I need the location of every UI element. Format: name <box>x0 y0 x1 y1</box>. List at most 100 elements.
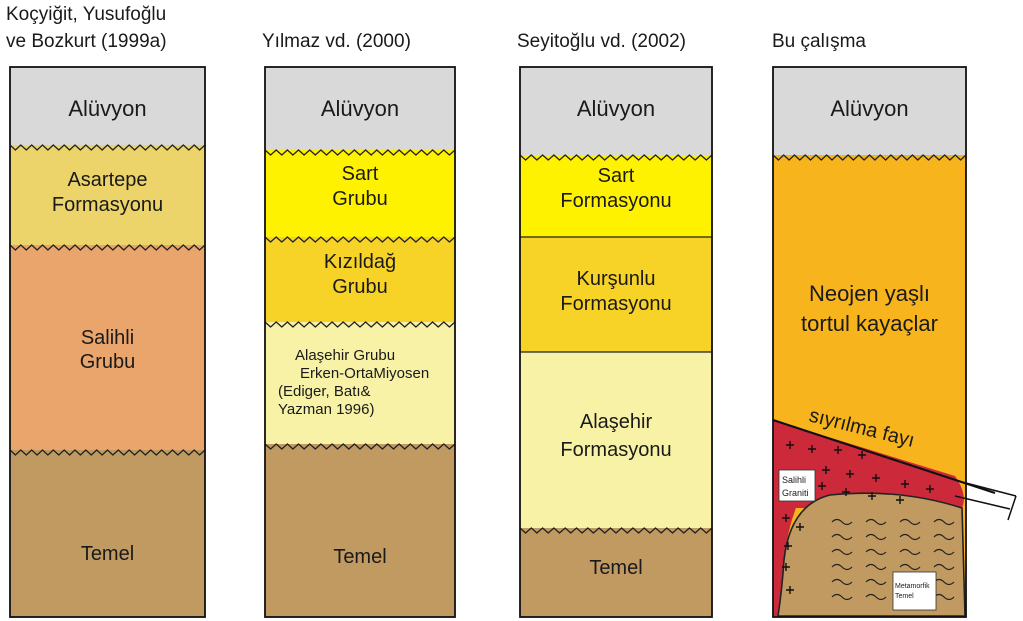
granite-cross-16 <box>784 542 792 550</box>
granite-cross-14 <box>782 514 790 522</box>
column-3-unit-1-fill <box>520 67 712 155</box>
column-2-unit-3-fill <box>265 237 455 322</box>
column-2-unit-2-fill <box>265 150 455 237</box>
foliation-symbol-9 <box>831 548 853 556</box>
column-2-unit-5-label-line-1: Temel <box>333 546 386 568</box>
column-2-unit-4-label-line-2: Erken-OrtaMiyosen <box>300 365 429 382</box>
column-2-unit-4-label-line-4: Yazman 1996) <box>278 401 374 418</box>
detachment-fault-line <box>772 418 996 495</box>
fault-offset-arrow-a <box>961 481 1017 497</box>
foliation-symbol-1 <box>831 518 853 526</box>
granite-cross-1 <box>786 441 794 449</box>
granite-cross-17 <box>782 563 790 571</box>
column-2-unit-1-fill <box>265 67 455 150</box>
foliation-symbol-20 <box>933 578 955 586</box>
column-1-header-line-2: ve Bozkurt (1999a) <box>6 31 167 52</box>
foliation-symbol-8 <box>933 533 955 541</box>
granite-cross-7 <box>872 474 880 482</box>
column-2-frame <box>264 66 456 618</box>
column-4-unit-2-label-line-1: Neojen yaşlı <box>809 281 930 306</box>
column-3-unit-2-label-line-1: Sart <box>598 165 635 187</box>
granite-label-line-1: Salihli <box>782 475 806 485</box>
column-2-unit-2-label-line-2: Grubu <box>332 188 388 210</box>
column-4-unit-1-fill <box>773 67 966 155</box>
foliation-symbol-22 <box>865 593 887 601</box>
fault-offset-arrow-b <box>954 495 1011 510</box>
foliation-symbol-14 <box>865 563 887 571</box>
column-1-boundary-2 <box>9 244 206 251</box>
column-frames <box>9 66 967 618</box>
unit-labels: AlüvyonAsartepeFormasyonuSalihliGrubuTem… <box>52 96 938 579</box>
metamorphic-basement-body <box>777 492 966 617</box>
column-1-unit-3-label-line-1: Salihli <box>81 327 134 349</box>
metamorphic-label-line-1: Metamorfik <box>895 583 930 590</box>
column-3-unit-5-fill <box>520 528 712 617</box>
column-3-unit-3-label-line-1: Kurşunlu <box>577 268 656 290</box>
column-4-boundary-1 <box>772 154 967 161</box>
foliation-symbol-7 <box>899 533 921 541</box>
column-2-boundary-3 <box>264 321 456 328</box>
column-1-unit-2-label-line-1: Asartepe <box>67 169 147 191</box>
column-3-unit-3-label-line-2: Formasyonu <box>560 293 671 315</box>
column-3-unit-2-fill <box>520 155 712 237</box>
layer-boundaries <box>9 144 967 534</box>
column-1-unit-4-fill <box>10 450 205 617</box>
column-2-unit-1-label-line-1: Alüvyon <box>321 96 399 121</box>
granite-cross-12 <box>868 492 876 500</box>
granite-cross-13 <box>896 496 904 504</box>
column-1-boundary-3 <box>9 449 206 456</box>
column-1-unit-3-fill <box>10 245 205 450</box>
foliation-symbol-12 <box>933 548 955 556</box>
metamorphic-label-line-2: Temel <box>895 593 914 600</box>
granite-cross-symbols <box>782 441 934 594</box>
column-2-unit-5-fill <box>265 444 455 617</box>
foliation-symbol-2 <box>865 518 887 526</box>
column-2-unit-2-label-line-1: Sart <box>342 163 379 185</box>
column-3-unit-1-label-line-1: Alüvyon <box>577 96 655 121</box>
column-3-unit-3-fill <box>520 237 712 352</box>
column-2-boundary-1 <box>264 149 456 156</box>
column-2-unit-4-label-line-1: Alaşehir Grubu <box>295 347 395 364</box>
column-1-unit-1-label-line-1: Alüvyon <box>68 96 146 121</box>
foliation-symbol-6 <box>865 533 887 541</box>
foliation-symbol-18 <box>865 578 887 586</box>
column-3-header: Seyitoğlu vd. (2002) <box>517 31 686 52</box>
column-2-unit-3-label-line-2: Grubu <box>332 276 388 298</box>
foliation-symbol-24 <box>933 593 955 601</box>
foliation-symbol-16 <box>933 563 955 571</box>
column-2-unit-3-label-line-1: Kızıldağ <box>324 251 396 273</box>
column-3-boundary-4 <box>519 527 713 534</box>
granite-cross-10 <box>818 482 826 490</box>
granite-cross-18 <box>786 586 794 594</box>
column-2-header: Yılmaz vd. (2000) <box>262 31 411 52</box>
column-2-unit-4-fill <box>265 322 455 444</box>
granite-cross-9 <box>926 485 934 493</box>
column-3-unit-4-fill <box>520 352 712 528</box>
column-4-unit-2-label-line-2: tortul kayaçlar <box>801 311 938 336</box>
granite-cross-11 <box>842 488 850 496</box>
granite-cross-4 <box>858 451 866 459</box>
column-2-boundary-4 <box>264 443 456 450</box>
column-2-unit-4-label-line-3: (Ediger, Batı& <box>278 383 371 400</box>
foliation-symbol-3 <box>899 518 921 526</box>
foliation-symbol-10 <box>865 548 887 556</box>
granite-cross-6 <box>846 470 854 478</box>
granite-cross-5 <box>822 466 830 474</box>
column-3-boundary-1 <box>519 154 713 161</box>
foliation-symbol-13 <box>831 563 853 571</box>
column-1-unit-3-label-line-2: Grubu <box>80 351 136 373</box>
granite-cross-8 <box>901 480 909 488</box>
column-4-header: Bu çalışma <box>772 31 866 52</box>
column-1-header-line-1: Koçyiğit, Yusufoğlu <box>6 4 166 25</box>
column-1-unit-2-label-line-2: Formasyonu <box>52 194 163 216</box>
column-1-frame <box>9 66 206 618</box>
column-1-unit-1-fill <box>10 67 205 145</box>
foliation-symbol-21 <box>831 593 853 601</box>
granite-cross-2 <box>808 445 816 453</box>
foliation-symbol-11 <box>899 548 921 556</box>
column-1-unit-2-fill <box>10 145 205 245</box>
granite-label-line-2: Graniti <box>782 488 809 498</box>
foliation-symbol-15 <box>899 563 921 571</box>
metamorphic-label-box <box>892 571 937 611</box>
